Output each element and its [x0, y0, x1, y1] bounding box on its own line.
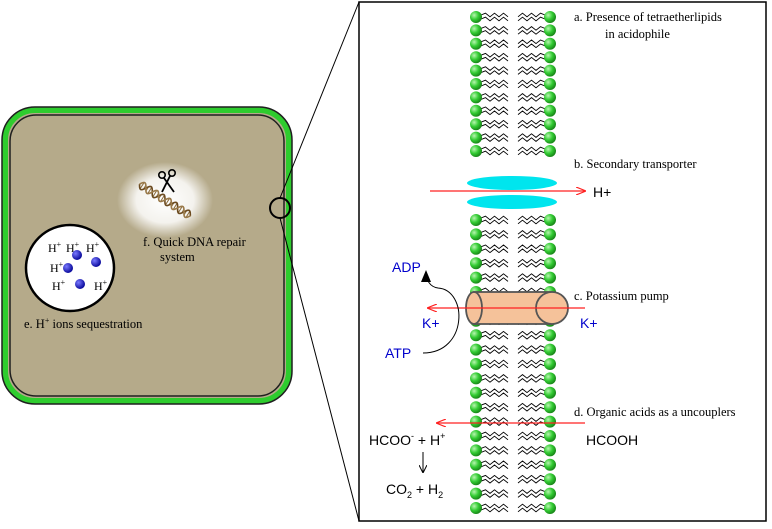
lipid-head	[470, 11, 482, 23]
lipid-head	[470, 416, 482, 428]
lipid-head	[544, 444, 556, 456]
lipid-head	[544, 473, 556, 485]
lipid-head	[470, 228, 482, 240]
lipid-head	[470, 488, 482, 500]
lipid-head	[544, 24, 556, 36]
transporter-upper	[467, 176, 557, 190]
lipid-head	[544, 459, 556, 471]
lipid-head	[470, 78, 482, 90]
lipid-head	[470, 118, 482, 130]
lipid-head	[470, 430, 482, 442]
lipid-head	[470, 387, 482, 399]
lipid-head	[470, 38, 482, 50]
lipid-head	[544, 11, 556, 23]
lipid-head	[544, 105, 556, 117]
hcoo-label: HCOO- + H+	[369, 431, 445, 448]
zoom-line-top	[280, 2, 359, 198]
lipid-head	[470, 257, 482, 269]
k-plus-out: K+	[580, 315, 598, 331]
lipid-head	[470, 358, 482, 370]
lipid-head	[470, 24, 482, 36]
lipid-head	[470, 401, 482, 413]
lipid-head	[470, 502, 482, 514]
h-plus-ion	[75, 279, 85, 289]
lipid-head	[470, 272, 482, 284]
lipid-head	[544, 430, 556, 442]
lipid-head	[544, 502, 556, 514]
lipid-head	[544, 401, 556, 413]
lipid-head	[470, 459, 482, 471]
h-plus-ion	[72, 250, 82, 260]
lipid-head	[470, 329, 482, 341]
lipid-head	[470, 214, 482, 226]
adp-label: ADP	[392, 259, 421, 275]
label-d: d. Organic acids as a uncouplers	[574, 405, 736, 419]
lipid-head	[470, 51, 482, 63]
label-b: b. Secondary transporter	[574, 157, 697, 171]
label-c: c. Potassium pump	[574, 289, 669, 303]
lipid-head	[544, 228, 556, 240]
h-plus-ion	[91, 257, 101, 267]
lipid-head	[544, 329, 556, 341]
lipid-head	[544, 272, 556, 284]
lipid-head	[470, 91, 482, 103]
hcooh-label: HCOOH	[586, 432, 638, 448]
lipid-head	[544, 91, 556, 103]
lipid-head	[544, 416, 556, 428]
lipid-head	[470, 145, 482, 157]
lipid-head	[544, 214, 556, 226]
lipid-head	[470, 243, 482, 255]
transporter-lower	[467, 195, 557, 209]
lipid-head	[544, 243, 556, 255]
lipid-head	[544, 132, 556, 144]
lipid-head	[544, 358, 556, 370]
lipid-head	[544, 51, 556, 63]
lipid-head	[470, 444, 482, 456]
label-e: e. H+ ions sequestration	[24, 316, 143, 331]
lipid-head	[470, 132, 482, 144]
lipid-head	[544, 118, 556, 130]
h-plus-out: H+	[593, 184, 611, 200]
label-f-line1: f. Quick DNA repair	[143, 235, 247, 249]
label-a-line1: a. Presence of tetraetherlipids	[574, 10, 722, 24]
lipid-head	[544, 344, 556, 356]
lipid-head	[544, 257, 556, 269]
lipid-head	[544, 488, 556, 500]
atp-label: ATP	[385, 345, 411, 361]
lipid-head	[470, 372, 482, 384]
label-a-line2: in acidophile	[605, 27, 670, 41]
k-plus-in: K+	[422, 315, 440, 331]
lipid-head	[544, 65, 556, 77]
lipid-head	[544, 38, 556, 50]
lipid-head	[544, 372, 556, 384]
lipid-head	[544, 387, 556, 399]
lipid-head	[544, 78, 556, 90]
lipid-head	[470, 473, 482, 485]
lipid-head	[470, 344, 482, 356]
lipid-head	[470, 105, 482, 117]
h-plus-ion	[63, 263, 73, 273]
lipid-head	[544, 145, 556, 157]
lipid-head	[470, 65, 482, 77]
label-f-line2: system	[160, 250, 195, 264]
